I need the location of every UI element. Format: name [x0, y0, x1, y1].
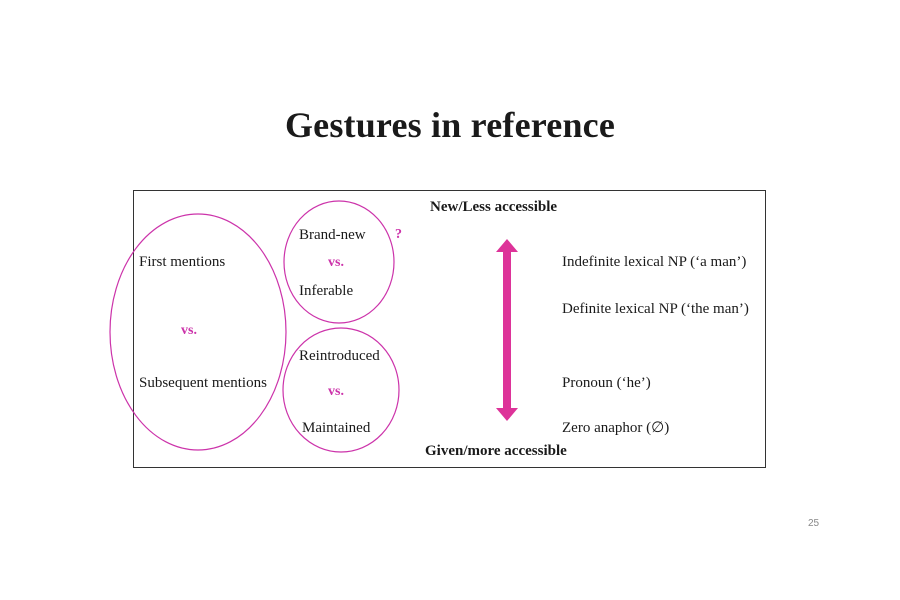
scale-bottom-label: Given/more accessible	[425, 443, 567, 459]
inferable-label: Inferable	[299, 283, 354, 299]
question-mark: ?	[395, 227, 402, 242]
reintroduced-label: Reintroduced	[299, 348, 380, 364]
form-definite-np: Definite lexical NP (‘the man’)	[562, 301, 749, 317]
subsequent-mentions-label: Subsequent mentions	[139, 375, 267, 391]
first-types-vs-label: vs.	[328, 255, 344, 270]
first-mentions-label: First mentions	[139, 254, 226, 270]
subsequent-types-vs-label: vs.	[328, 384, 344, 399]
diagram-panel	[133, 190, 766, 468]
slide-number: 25	[808, 518, 820, 529]
maintained-label: Maintained	[302, 420, 371, 436]
form-pronoun: Pronoun (‘he’)	[562, 375, 651, 391]
form-indefinite-np: Indefinite lexical NP (‘a man’)	[562, 254, 747, 270]
scale-top-label: New/Less accessible	[430, 199, 558, 215]
brand-new-label: Brand-new	[299, 227, 366, 243]
mentions-vs-label: vs.	[181, 323, 197, 338]
slide-title: Gestures in reference	[284, 105, 616, 145]
form-zero-anaphor: Zero anaphor (∅)	[562, 420, 670, 436]
